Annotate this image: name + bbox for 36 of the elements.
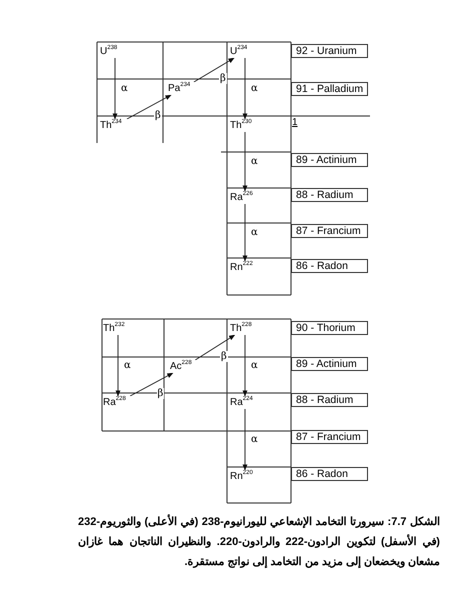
edge-label: α [250,82,259,94]
element-label-box: 88 - Radium [291,188,368,202]
element-label-box: 90 - Thorium [291,321,368,335]
arrow [193,58,235,82]
edge-label: β [220,350,228,362]
arrow [130,372,174,396]
arrow [115,334,121,397]
arrow [112,58,118,120]
edge-label: β [219,73,227,84]
edge-label: α [250,434,259,444]
cut-off-label: 1 [292,117,298,128]
element-label-box: 87 - Francium [291,430,368,444]
edge-label: α [120,82,129,94]
arrow [242,334,248,397]
figure-caption: الشكل 7.7: سيرورتا التخامد الإشعاعي لليورانيوم-238 (في الأعلى) والثوريوم-232 (في الأسفل) لتكوين الرادون-222 والرادون-220. والنظيران الناتجان هما غازان مشعان ويخضعان إلى مزيد من التخامد إلى نواتج مستقرة. [78,513,440,570]
arrow [242,132,248,192]
element-label-box: 89 - Actinium [291,153,368,167]
arrow [242,204,248,262]
edge-label: α [123,360,132,370]
element-label-box: 86 - Radon [291,467,368,481]
arrow [194,334,236,360]
element-label-box: 87 - Francium [291,224,368,238]
element-label-box: 86 - Radon [291,259,368,273]
edge-label: α [250,226,259,238]
element-label-box: 92 - Uranium [291,44,368,58]
arrow [126,94,172,120]
edge-label: β [156,388,164,398]
element-label-box: 89 - Actinium [291,357,368,371]
element-label-box: 91 - Palladium [291,82,368,96]
arrow [242,408,248,471]
arrow [242,58,248,120]
edge-label: β [154,110,162,121]
edge-label: α [250,156,259,166]
element-label-box: 88 - Radium [291,393,368,407]
edge-label: α [250,360,259,370]
nuclide-symbol: Pa$^{234}$ [168,82,198,95]
